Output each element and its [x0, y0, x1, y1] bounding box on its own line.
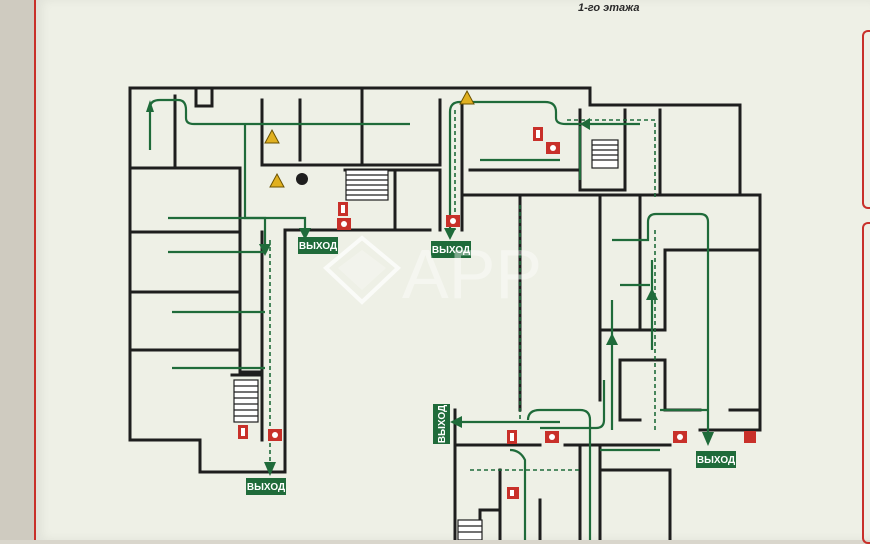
evacuation-plan-plate — [34, 0, 870, 540]
exit-sign-1: ВЫХОД — [298, 237, 338, 254]
fire-hose-icon — [337, 218, 351, 230]
wall-background — [0, 0, 38, 540]
fire-hose-icon — [546, 142, 560, 154]
svg-text:ВЫХОД: ВЫХОД — [697, 455, 735, 466]
route-arrows — [146, 100, 714, 476]
evacuation-routes-dashed — [269, 110, 656, 471]
warning-icon — [264, 128, 280, 144]
arrow-head — [450, 416, 462, 428]
arrow-head — [259, 244, 271, 256]
fire-hose-icon — [673, 431, 687, 443]
arrow-head — [146, 100, 154, 112]
svg-text:ВЫХОД: ВЫХОД — [432, 245, 470, 256]
fire-extinguisher-icon — [507, 487, 519, 499]
warning-icon — [269, 172, 285, 188]
fire-hose-icon — [268, 429, 282, 441]
fire-extinguisher-icon — [238, 425, 248, 439]
arrow-head — [264, 462, 276, 476]
fire-extinguisher-icon — [533, 127, 543, 141]
you-are-here-marker — [296, 173, 308, 185]
svg-text:ВЫХОД: ВЫХОД — [299, 241, 337, 252]
svg-text:ВЫХОД: ВЫХОД — [437, 405, 448, 443]
arrow-head — [606, 333, 618, 345]
warning-icon — [459, 89, 475, 105]
fire-equipment — [238, 127, 756, 499]
stairs-left — [345, 169, 389, 201]
watermark-logo-icon — [322, 235, 402, 305]
exit-sign-5-vertical: ВЫХОД — [433, 404, 450, 444]
exit-sign-4: ВЫХОД — [696, 451, 736, 468]
legend-frame-top — [862, 30, 870, 209]
svg-text:APP: APP — [402, 235, 542, 313]
exit-sign-2: ВЫХОД — [431, 241, 471, 258]
arrow-head — [702, 432, 714, 446]
plan-subtitle: 1-го этажа — [578, 2, 640, 14]
fire-extinguisher-icon — [507, 430, 517, 444]
arrow-head — [299, 228, 311, 240]
evacuation-routes — [148, 98, 710, 540]
svg-text:ВЫХОД: ВЫХОД — [247, 482, 285, 493]
watermark: APP — [322, 235, 542, 313]
fire-hose-icon — [446, 215, 460, 227]
fire-hose-icon — [545, 431, 559, 443]
arrow-head — [580, 118, 590, 130]
exit-sign-3: ВЫХОД — [246, 478, 286, 495]
arrow-head — [646, 288, 658, 300]
fire-extinguisher-icon — [338, 202, 348, 216]
walls — [128, 86, 762, 540]
stairs-lower-left — [233, 379, 259, 423]
stairs-right — [591, 139, 619, 169]
arrow-head — [444, 228, 456, 240]
stairs-bottom — [457, 519, 483, 540]
warning-icons — [264, 89, 475, 188]
fire-extinguisher-icon — [744, 431, 756, 443]
